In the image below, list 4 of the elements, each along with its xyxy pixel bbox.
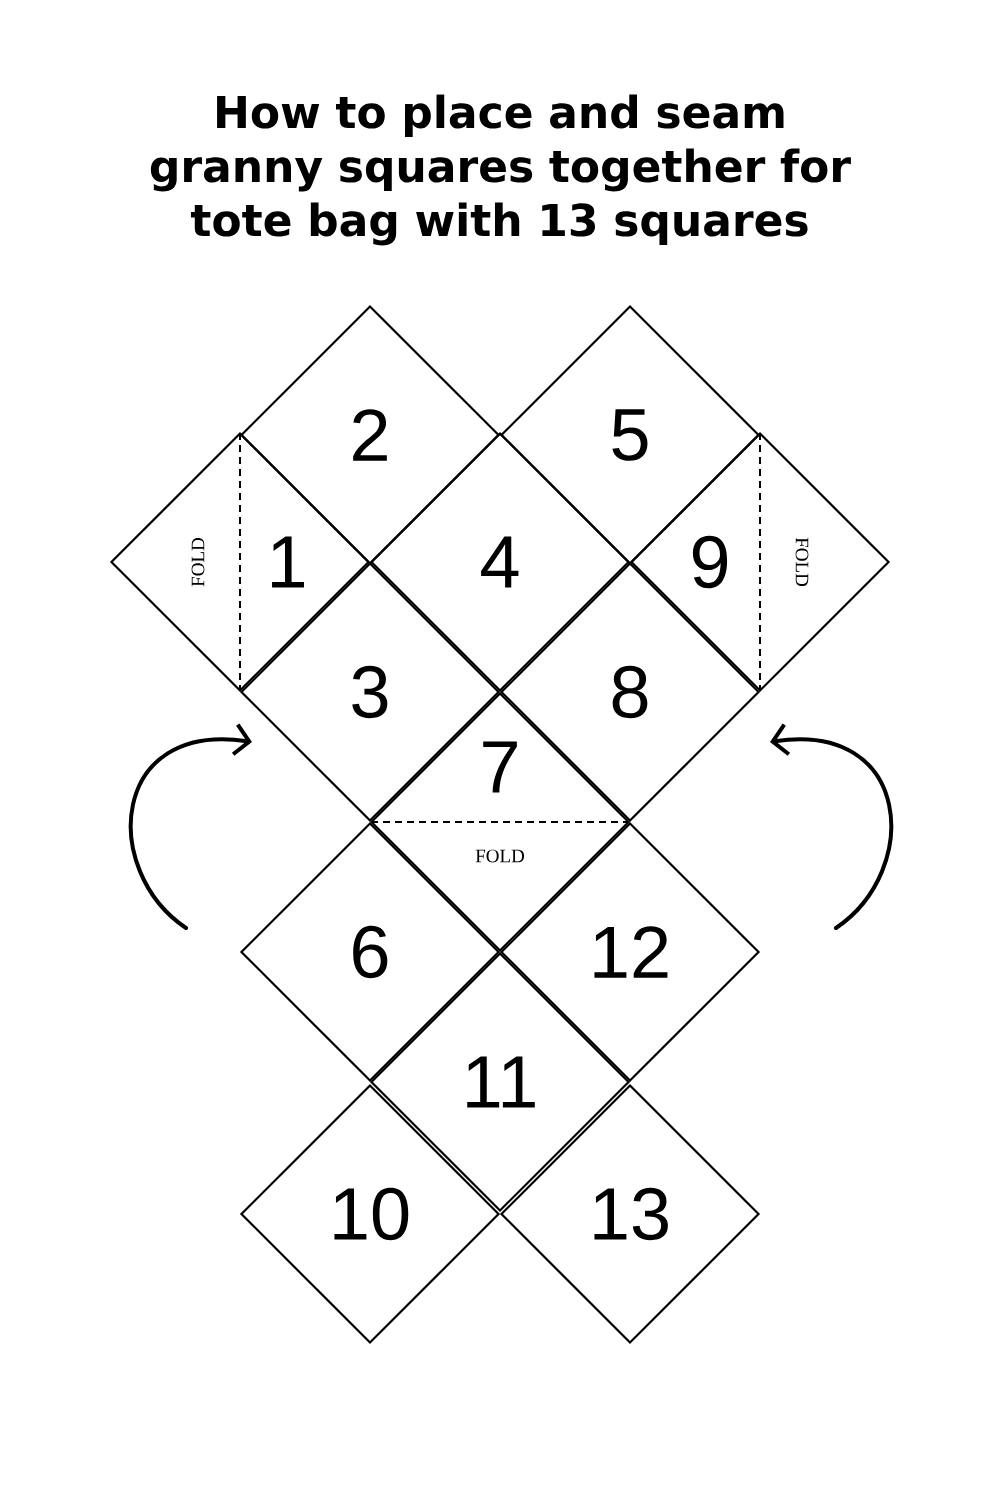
fold-label: FOLD — [191, 537, 205, 587]
fold-label: FOLD — [475, 849, 525, 863]
fold-label: FOLD — [795, 537, 809, 587]
title: How to place and seam granny squares together for tote bag with 13 squares — [150, 94, 851, 246]
